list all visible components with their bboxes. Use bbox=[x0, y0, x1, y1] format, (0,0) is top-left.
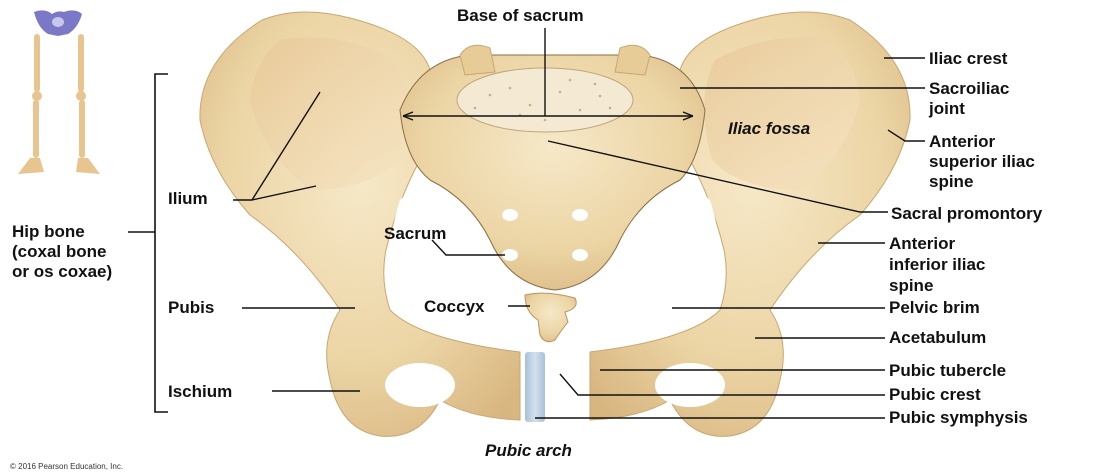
label-hip-bone: Hip bone bbox=[12, 222, 85, 241]
label-acetabulum: Acetabulum bbox=[889, 328, 987, 347]
label-base-of-sacrum: Base of sacrum bbox=[457, 6, 584, 25]
label-sacral-promontory: Sacral promontory bbox=[891, 204, 1043, 223]
label-aiis-line2: inferior iliac bbox=[889, 255, 986, 274]
orientation-skeleton-icon bbox=[18, 10, 100, 174]
label-hip-bone-alt2: or os coxae) bbox=[12, 262, 113, 281]
label-pelvic-brim: Pelvic brim bbox=[889, 298, 980, 317]
coccyx bbox=[524, 292, 577, 343]
label-sacroiliac-joint-line1: Sacroiliac bbox=[929, 79, 1010, 98]
label-asis-line3: spine bbox=[929, 172, 974, 191]
label-coccyx: Coccyx bbox=[424, 297, 485, 316]
leader-lines bbox=[233, 28, 925, 419]
label-pubis: Pubis bbox=[168, 298, 215, 317]
label-ischium: Ischium bbox=[168, 382, 233, 401]
label-aiis-line1: Anterior bbox=[889, 234, 956, 253]
copyright-text: © 2016 Pearson Education, Inc. bbox=[10, 462, 124, 471]
label-asis-line2: superior iliac bbox=[929, 152, 1035, 171]
label-aiis-line3: spine bbox=[889, 276, 934, 295]
label-pubic-tubercle: Pubic tubercle bbox=[889, 361, 1007, 380]
label-iliac-fossa: Iliac fossa bbox=[728, 119, 811, 138]
label-asis-line1: Anterior bbox=[929, 132, 996, 151]
label-pubic-arch: Pubic arch bbox=[485, 441, 572, 460]
label-sacroiliac-joint-line2: joint bbox=[929, 99, 965, 118]
label-hip-bone-alt1: (coxal bone bbox=[12, 242, 107, 261]
label-sacrum: Sacrum bbox=[384, 224, 447, 243]
label-pubic-symphysis: Pubic symphysis bbox=[889, 408, 1028, 427]
label-ilium: Ilium bbox=[168, 189, 208, 208]
label-pubic-crest: Pubic crest bbox=[889, 385, 981, 404]
hip-bone-bracket bbox=[128, 73, 168, 413]
pubic-symphysis-cartilage bbox=[525, 352, 545, 422]
label-iliac-crest: Iliac crest bbox=[929, 49, 1008, 68]
